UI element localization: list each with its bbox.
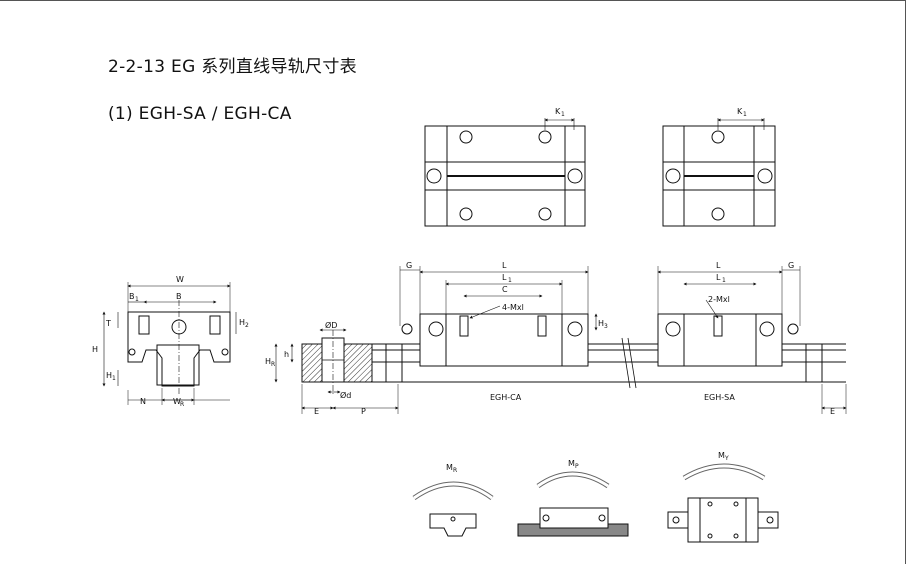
page-title: 2-2-13 EG 系列直线导轨尺寸表 — [108, 57, 357, 77]
dim-l1-sa: L — [716, 273, 721, 282]
dim-l1-ca: L — [502, 273, 507, 282]
dim-e-right: E — [830, 407, 835, 416]
moment-mp-icon — [517, 471, 629, 537]
dim-b1: B — [129, 292, 135, 301]
label-mr-sub: R — [453, 467, 457, 474]
label-my: M — [718, 451, 725, 460]
dim-t: T — [105, 319, 111, 328]
top-view-sa — [662, 118, 776, 227]
section-title: (1) EGH-SA / EGH-CA — [108, 104, 292, 124]
dim-h: H — [92, 345, 98, 354]
dim-l-sa: L — [716, 261, 721, 270]
k1-label-ca: K — [555, 107, 561, 116]
label-4-mxl: 4-Mxl — [502, 303, 524, 312]
dim-n: N — [140, 397, 146, 406]
dim-g-left: G — [406, 261, 412, 270]
dim-wr: W — [173, 397, 181, 406]
label-mp: M — [568, 459, 575, 468]
dim-e-left: E — [314, 407, 319, 416]
top-view-ca — [424, 118, 586, 227]
dim-b: B — [176, 292, 182, 301]
dim-h3: H — [598, 319, 604, 328]
k1-sub-sa: 1 — [743, 111, 747, 118]
dim-l1-ca-sub: 1 — [508, 277, 512, 284]
label-2-mxl: 2-Mxl — [708, 295, 730, 304]
label-mp-sub: P — [575, 463, 579, 470]
rail-section — [274, 328, 399, 414]
front-view — [102, 282, 237, 405]
dim-h2-sub: 2 — [245, 322, 249, 329]
dim-l-ca: L — [502, 261, 507, 270]
dim-wr-sub: R — [180, 401, 184, 408]
dim-l1-sa-sub: 1 — [722, 277, 726, 284]
dim-c: C — [502, 285, 508, 294]
dim-w: W — [176, 275, 184, 284]
dim-od: ØD — [325, 320, 337, 330]
k1-sub-ca: 1 — [561, 111, 565, 118]
moment-mr-icon — [412, 481, 494, 537]
label-my-sub: Y — [724, 455, 729, 462]
dim-b1-sub: 1 — [135, 296, 139, 303]
label-egh-ca: EGH-CA — [490, 393, 522, 402]
dim-p: P — [361, 407, 366, 416]
moment-my-icon — [667, 463, 779, 543]
label-egh-sa: EGH-SA — [704, 393, 735, 402]
dim-hr-sub: R — [271, 361, 275, 368]
k1-label-sa: K — [737, 107, 743, 116]
dim-h-small: h — [284, 350, 289, 359]
dim-d: Ød — [340, 390, 351, 400]
label-mr: M — [446, 463, 453, 472]
dim-h1: H — [106, 371, 112, 380]
dim-g-right: G — [788, 261, 794, 270]
dim-h3-sub: 3 — [604, 323, 608, 330]
dim-h1-sub: 1 — [112, 375, 116, 382]
side-view — [372, 266, 847, 414]
dim-hr: H — [265, 357, 271, 366]
dim-h2: H — [239, 318, 245, 327]
